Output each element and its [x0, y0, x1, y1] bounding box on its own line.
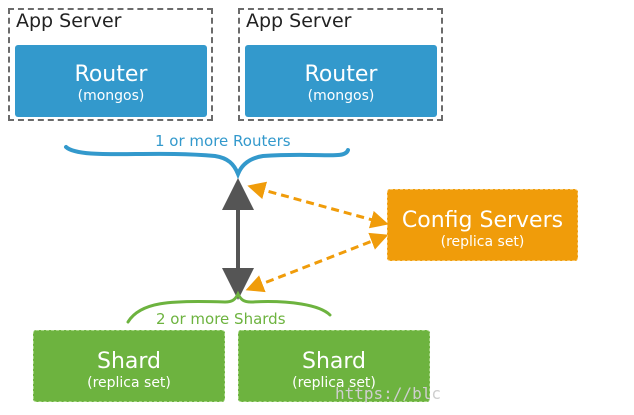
router-1: Router (mongos) — [15, 45, 207, 117]
shard-2: Shard (replica set) — [238, 330, 430, 402]
routers-brace — [64, 145, 350, 180]
app-server-2: App Server — [238, 8, 443, 121]
router-title: Router — [74, 62, 148, 87]
shard-subtitle: (replica set) — [292, 375, 376, 391]
app-server-1: App Server — [8, 8, 213, 121]
shard-subtitle: (replica set) — [87, 375, 171, 391]
router-subtitle: (mongos) — [307, 88, 375, 104]
app-server-label: App Server — [16, 10, 122, 32]
shards-brace — [126, 290, 332, 324]
routers-caption: 1 or more Routers — [155, 132, 291, 150]
shard-1: Shard (replica set) — [33, 330, 225, 402]
shard-title: Shard — [301, 349, 366, 374]
router-subtitle: (mongos) — [77, 88, 145, 104]
watermark: https://blc — [335, 384, 441, 403]
router-2: Router (mongos) — [245, 45, 437, 117]
router-config-arrow — [247, 181, 389, 229]
shard-config-arrow — [245, 232, 389, 293]
shard-title: Shard — [96, 349, 161, 374]
shards-caption: 2 or more Shards — [156, 310, 286, 328]
app-server-label: App Server — [246, 10, 352, 32]
config-servers: Config Servers (replica set) — [387, 189, 578, 261]
router-title: Router — [304, 62, 378, 87]
config-subtitle: (replica set) — [440, 234, 525, 250]
config-title: Config Servers — [401, 208, 564, 233]
